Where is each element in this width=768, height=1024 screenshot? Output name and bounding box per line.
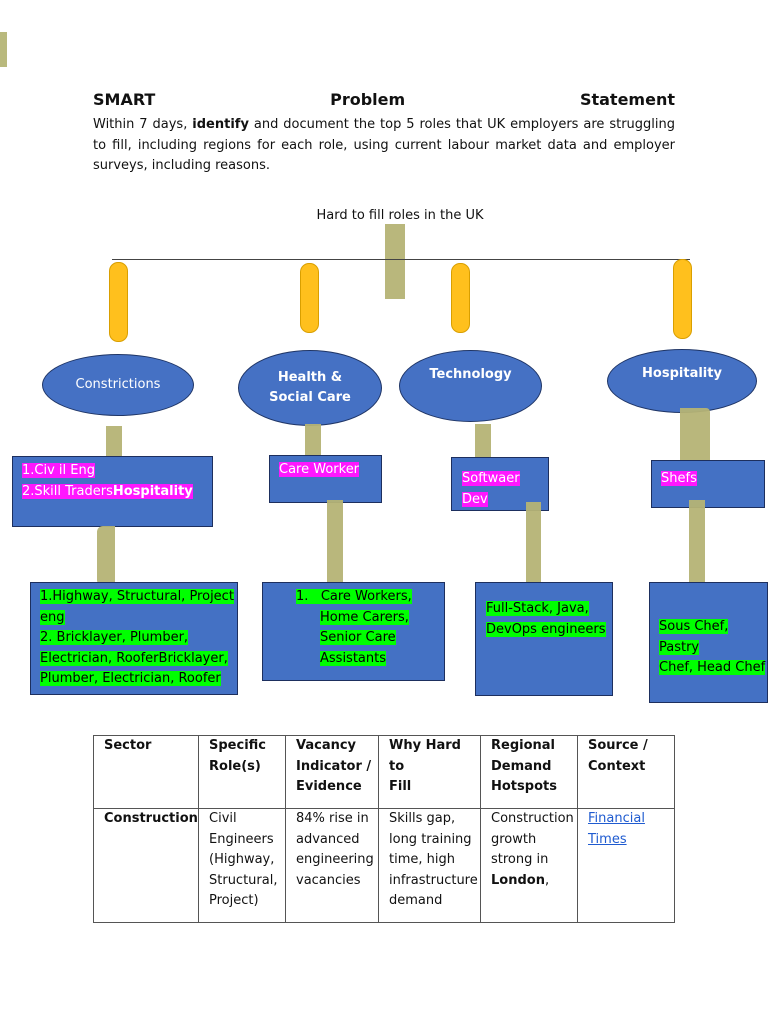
heading-word-statement: Statement (579, 90, 675, 109)
connector-role-detail-1 (97, 526, 115, 586)
connector-role-detail-2 (327, 500, 343, 588)
sector-ellipse-hospitality: Hospitality (607, 349, 757, 413)
document-heading: SMART Problem Statement (93, 90, 675, 112)
cell-sector: Construction (93, 808, 199, 923)
cell-why: Skills gap, long training time, high inf… (378, 808, 481, 923)
detail-box-health: 1. Care Workers, Home Carers, Senior Car… (262, 582, 445, 681)
connector-pill-2 (300, 263, 319, 333)
role-software-dev: Softwaer Dev (462, 471, 520, 507)
role-box-technology: Softwaer Dev (451, 457, 549, 511)
cell-regional: Construction growth strong in London, (480, 808, 578, 923)
connector-role-detail-4 (689, 500, 705, 592)
detail-box-constrictions: 1.Highway, Structural, Project eng 2. Br… (30, 582, 238, 695)
connector-role-detail-3 (526, 502, 541, 592)
role-box-hospitality: Shefs (651, 460, 765, 508)
connector-ellipse-role-3 (475, 424, 491, 460)
sector-ellipse-constrictions: Constrictions (42, 354, 194, 416)
role-skill-traders: 2.Skill TradersHospitality (22, 483, 193, 499)
sector-ellipse-technology: Technology (399, 350, 542, 422)
connector-horizontal-line (112, 259, 690, 260)
connector-pill-3 (451, 263, 470, 333)
role-box-constrictions: 1.Civ il Eng 2.Skill TradersHospitality (12, 456, 213, 527)
cell-roles: Civil Engineers (Highway, Structural, Pr… (198, 808, 286, 923)
heading-word-problem: Problem (330, 90, 406, 109)
margin-marker (0, 32, 7, 67)
table-row: Construction Civil Engineers (Highway, S… (93, 808, 675, 923)
intro-paragraph: Within 7 days, identify and document the… (93, 117, 676, 173)
role-care-worker: Care Worker (279, 462, 360, 477)
connector-pill-1 (109, 262, 128, 342)
connector-ellipse-role-2 (305, 424, 321, 460)
detail-box-hospitality: Sous Chef, Pastry Chef, Head Chef (649, 582, 768, 703)
cell-vacancy: 84% rise in advanced engineering vacanci… (285, 808, 379, 923)
connector-pill-4 (673, 259, 692, 339)
intro-emphasis: identify (192, 117, 249, 132)
col-header-sector: Sector (93, 735, 199, 809)
role-box-health: Care Worker (269, 455, 382, 503)
diagram-title: Hard to fill roles in the UK (316, 208, 484, 223)
connector-top-trunk (385, 224, 405, 299)
detail-box-technology: Full-Stack, Java, DevOps engineers (475, 582, 613, 696)
role-shefs: Shefs (661, 471, 697, 486)
role-civil-eng: 1.Civ il Eng (22, 463, 95, 478)
col-header-source: Source /Context (577, 735, 675, 809)
sector-ellipse-health-social-care: Health &Social Care (238, 350, 382, 426)
heading-word-smart: SMART (93, 90, 156, 109)
